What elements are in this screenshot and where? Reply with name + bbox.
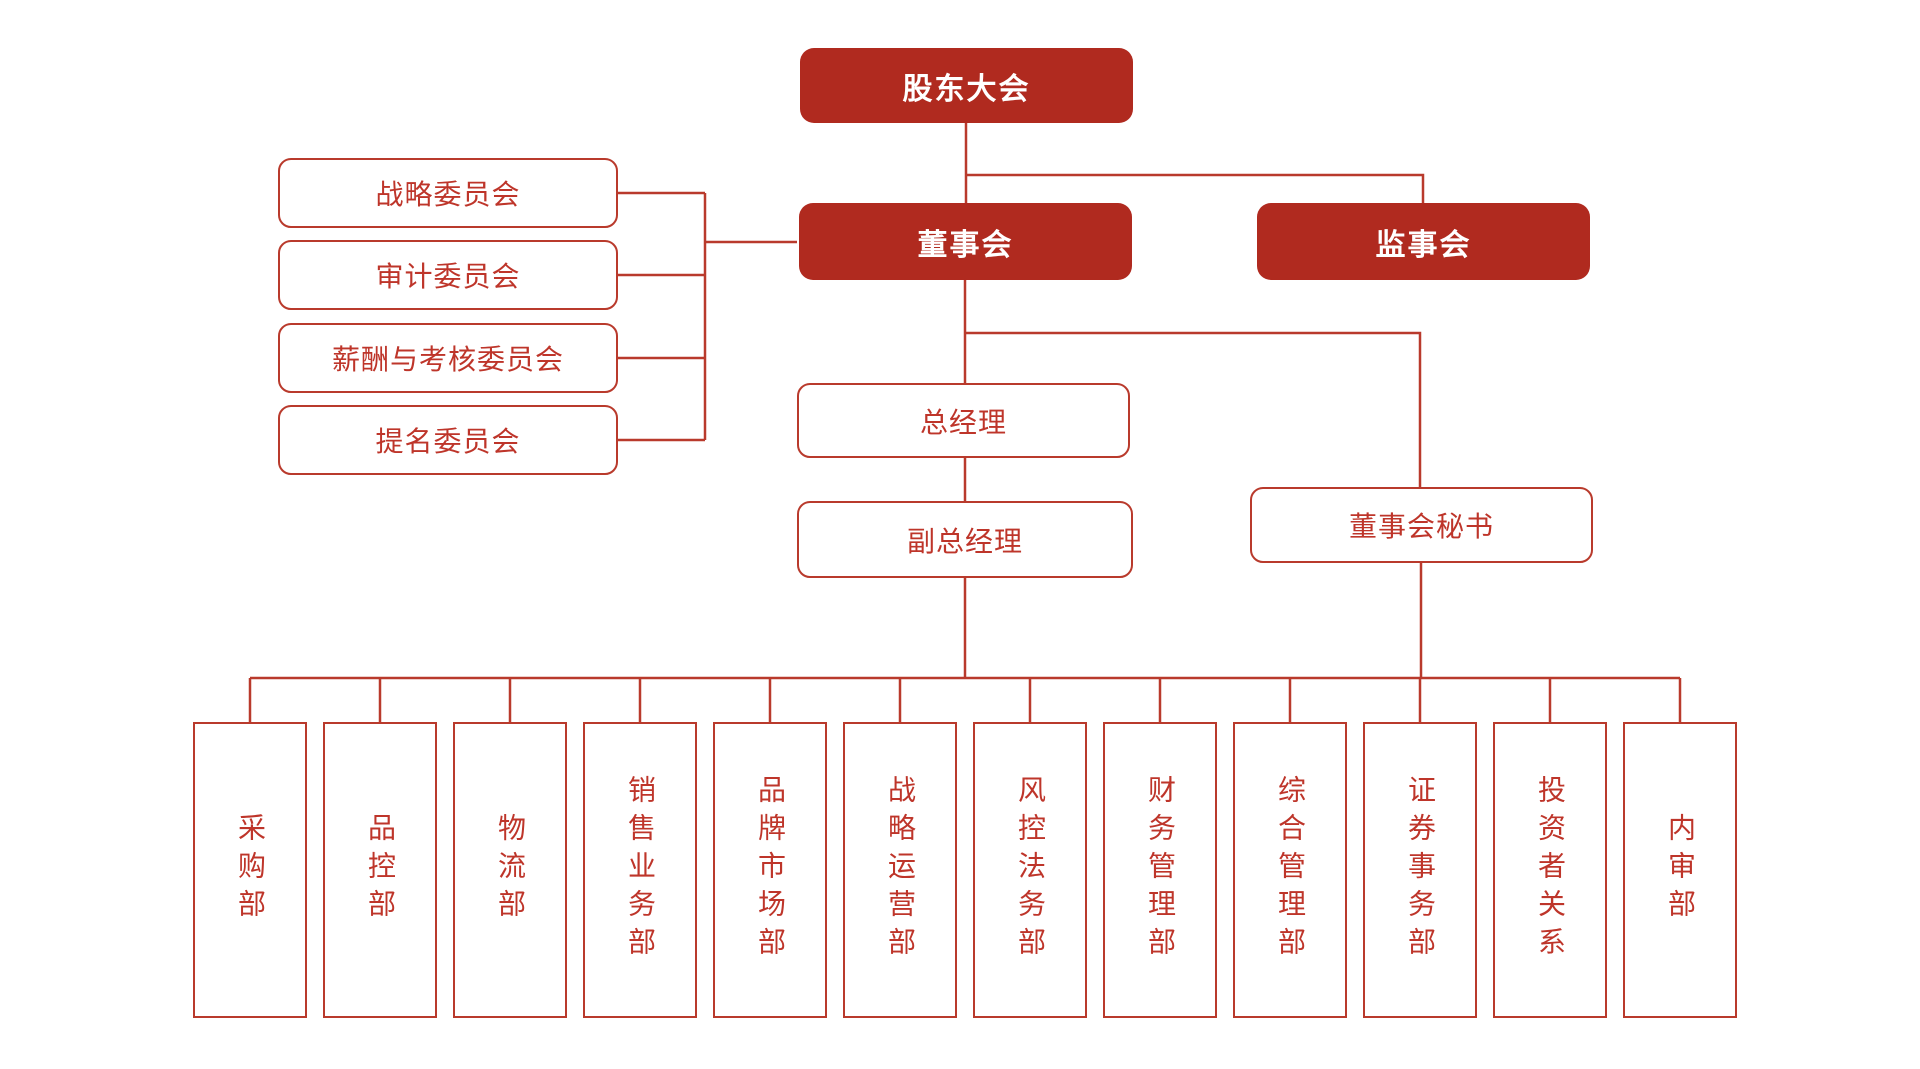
node-deputy-general-manager: 副总经理 [797, 501, 1133, 578]
node-label: 董事会秘书 [1348, 511, 1494, 542]
node-dept-internal-audit: 内审部 [1623, 722, 1737, 1018]
node-general-manager: 总经理 [797, 383, 1130, 458]
node-label: 物流部 [495, 813, 526, 927]
node-label: 投资者关系 [1535, 775, 1566, 965]
node-label: 监事会 [1375, 228, 1472, 262]
connector-gm-branch-to-secretary [965, 331, 1422, 487]
node-label: 证券事务部 [1405, 775, 1436, 965]
node-label: 风控法务部 [1015, 775, 1046, 965]
node-label: 综合管理部 [1275, 775, 1306, 965]
node-label: 副总经理 [906, 525, 1023, 557]
node-label: 战略委员会 [375, 179, 521, 210]
connector-dept-drops [248, 678, 1682, 722]
connector-committee-links [618, 191, 705, 442]
node-label: 总经理 [919, 406, 1007, 438]
node-dept-finance-management: 财务管理部 [1103, 722, 1217, 1018]
node-dept-procurement: 采购部 [193, 722, 307, 1018]
node-label: 采购部 [235, 813, 266, 927]
node-strategy-committee: 战略委员会 [278, 158, 618, 228]
node-dept-strategy-operations: 战略运营部 [843, 722, 957, 1018]
node-label: 薪酬与考核委员会 [331, 344, 564, 375]
node-label: 销售业务部 [625, 775, 656, 965]
node-dept-quality-control: 品控部 [323, 722, 437, 1018]
node-dept-securities-affairs: 证券事务部 [1363, 722, 1477, 1018]
node-label: 提名委员会 [375, 426, 521, 457]
node-label: 股东大会 [902, 72, 1031, 106]
node-nomination-committee: 提名委员会 [278, 405, 618, 475]
node-shareholders-meeting: 股东大会 [800, 48, 1133, 123]
node-dept-investor-relations: 投资者关系 [1493, 722, 1607, 1018]
node-compensation-assessment-committee: 薪酬与考核委员会 [278, 323, 618, 393]
node-dept-logistics: 物流部 [453, 722, 567, 1018]
node-label: 战略运营部 [885, 775, 916, 965]
node-label: 财务管理部 [1145, 775, 1176, 965]
node-supervisory-board: 监事会 [1257, 203, 1590, 280]
node-dept-sales-business: 销售业务部 [583, 722, 697, 1018]
node-label: 董事会 [917, 228, 1014, 262]
node-audit-committee: 审计委员会 [278, 240, 618, 310]
node-label: 审计委员会 [375, 261, 521, 292]
connector-shareholders-to-supervisory [966, 173, 1425, 203]
node-board-secretary: 董事会秘书 [1250, 487, 1593, 563]
node-dept-general-management: 综合管理部 [1233, 722, 1347, 1018]
node-label: 内审部 [1665, 813, 1696, 927]
node-board-of-directors: 董事会 [799, 203, 1132, 280]
node-label: 品牌市场部 [755, 775, 786, 965]
node-dept-risk-legal: 风控法务部 [973, 722, 1087, 1018]
node-label: 品控部 [365, 813, 396, 927]
node-dept-brand-marketing: 品牌市场部 [713, 722, 827, 1018]
